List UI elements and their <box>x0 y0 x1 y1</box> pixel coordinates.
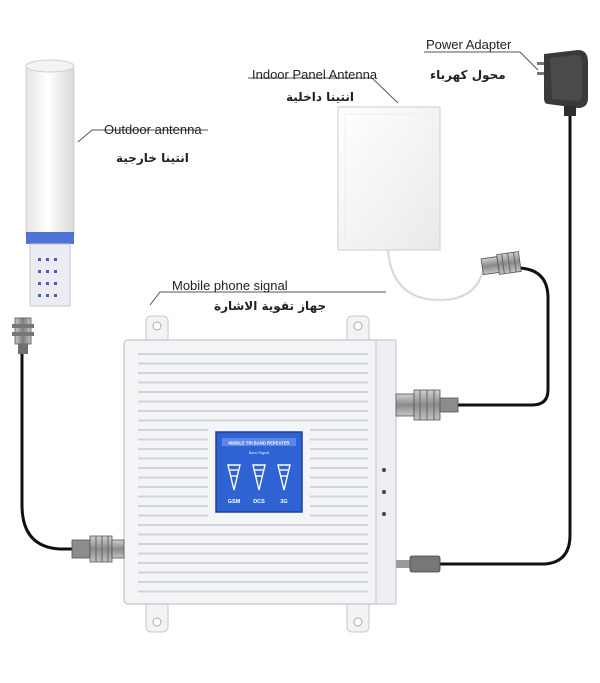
mobile-signal-label: Mobile phone signal <box>172 278 288 293</box>
outdoor-antenna-label: Outdoor antenna <box>104 122 202 137</box>
indoor-port-connector <box>395 389 459 421</box>
repeater-display: MOBILE TRI BAND REPEATER Band Signal GSM… <box>215 431 303 513</box>
mobile-signal-label-arabic: جهاز تقوية الاشارة <box>214 299 327 313</box>
power-cable <box>438 103 572 566</box>
outdoor-antenna <box>12 59 75 354</box>
outdoor-antenna-label-arabic: انتينا خارجية <box>116 151 189 165</box>
band-label-gsm: GSM <box>228 499 241 505</box>
indoor-panel-antenna <box>337 106 441 251</box>
outdoor-port-connector <box>71 535 125 563</box>
band-indicators <box>227 464 291 491</box>
indoor-antenna-label-arabic: انتينا داخلية <box>286 90 354 104</box>
indoor-cable-connector <box>480 251 522 276</box>
indoor-antenna-label: Indoor Panel Antenna <box>252 67 378 82</box>
display-subtitle: Band Signal <box>249 451 270 455</box>
display-title: MOBILE TRI BAND REPEATER <box>228 441 289 446</box>
label-leader-lines <box>77 51 539 306</box>
cooling-fins <box>138 353 368 593</box>
panel-antenna-lead <box>386 249 486 302</box>
band-label-3g: 3G <box>280 499 287 505</box>
power-adapter-label-arabic: محول كهرباء <box>430 68 506 82</box>
power-adapter <box>537 50 588 116</box>
power-adapter-label: Power Adapter <box>426 37 512 52</box>
indoor-cable <box>456 266 550 407</box>
cables <box>20 103 572 566</box>
outdoor-cable <box>20 350 74 551</box>
band-label-dcs: DCS <box>253 499 265 505</box>
power-jack <box>396 555 441 573</box>
